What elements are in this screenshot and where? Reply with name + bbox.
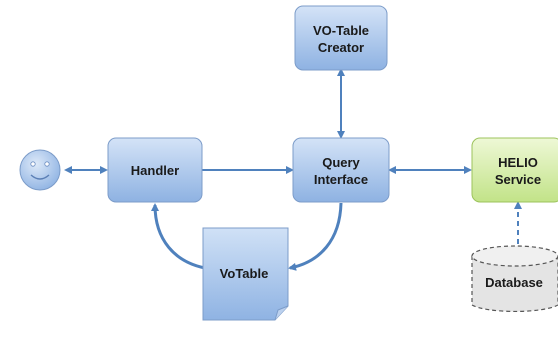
query-interface-label-line1: Query xyxy=(322,155,360,170)
database-label: Database xyxy=(485,275,543,290)
helio-service-label-line1: HELIO xyxy=(498,155,538,170)
database-icon xyxy=(471,256,558,313)
handler-label: Handler xyxy=(131,163,179,178)
user-node xyxy=(19,149,61,191)
votable-creator-label-line2: Creator xyxy=(318,40,364,55)
query-interface-node: Query Interface xyxy=(292,137,390,203)
handler-node: Handler xyxy=(107,137,203,203)
helio-service-node: HELIO Service xyxy=(471,137,558,203)
smiley-face-icon xyxy=(19,149,61,191)
votable-creator-node: VO-Table Creator xyxy=(294,5,388,71)
votable-document-node: VoTable xyxy=(202,227,289,321)
database-node: Database xyxy=(471,245,558,313)
helio-service-label-line2: Service xyxy=(495,172,541,187)
edge-query-interface-votable xyxy=(288,202,343,271)
query-interface-label-line2: Interface xyxy=(314,172,368,187)
edge-votable-handler xyxy=(151,203,206,270)
votable-label: VoTable xyxy=(220,266,269,281)
votable-creator-label-line1: VO-Table xyxy=(313,23,369,38)
